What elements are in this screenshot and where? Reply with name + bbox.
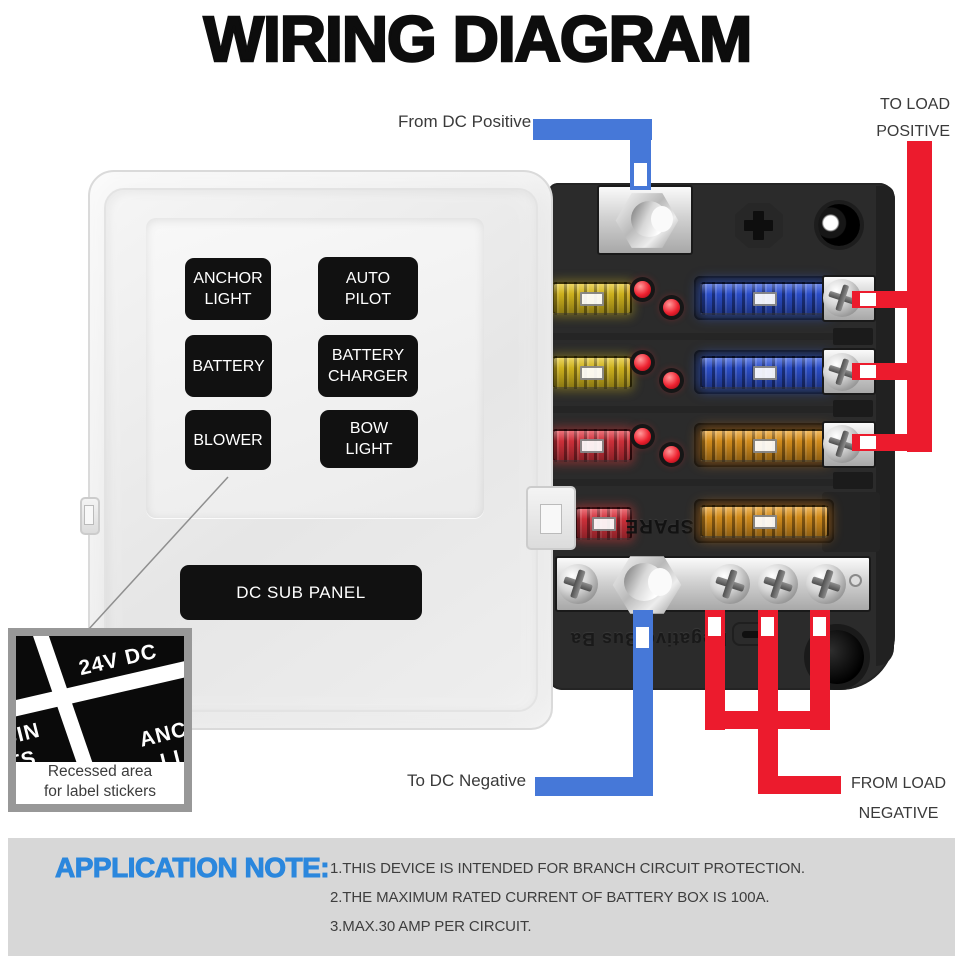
label-line: POSITIVE	[876, 123, 950, 140]
wire-dc-negative-vertical	[633, 610, 653, 795]
sticker-anchor-fragment: ANC LI	[137, 709, 184, 762]
terminal-separator	[833, 472, 873, 489]
wire-dc-positive-horizontal	[533, 119, 652, 140]
inset-sticker-art: 24V DC BIN TS ANC LI	[16, 636, 184, 762]
label-line: TO LOAD	[880, 96, 950, 113]
wire-notch	[761, 617, 774, 636]
application-note-list: 1.THIS DEVICE IS INTENDED FOR BRANCH CIR…	[330, 854, 805, 941]
terminal-separator	[833, 328, 873, 345]
fuse-row3-left-red	[552, 429, 632, 462]
inset-caption-line2: for label stickers	[44, 783, 156, 800]
wire-load-negative-1	[705, 610, 725, 730]
wire-load-negative-crossbar	[705, 711, 830, 729]
circuit-label-auto-pilot: AUTO PILOT	[318, 257, 418, 320]
circuit-label-blower: BLOWER	[185, 410, 271, 470]
circuit-label-anchor-light: ANCHOR LIGHT	[185, 258, 271, 320]
negative-bus-screw	[710, 564, 750, 604]
negative-bus-screw	[806, 564, 846, 604]
label-to-dc-negative: To DC Negative	[407, 771, 527, 790]
wire-load-negative-foot	[758, 776, 841, 794]
application-note-heading: APPLICATION NOTE:	[54, 852, 330, 884]
led-indicator	[634, 354, 651, 371]
wire-notch	[813, 617, 826, 636]
positive-stud-cap	[651, 206, 673, 232]
cover-latch-left-tab	[84, 505, 94, 525]
row-groove	[552, 406, 834, 413]
application-note-2: 2.THE MAXIMUM RATED CURRENT OF BATTERY B…	[330, 889, 770, 906]
wire-dc-negative-horizontal	[535, 777, 653, 796]
fuse-row2-left-yellow	[552, 356, 632, 389]
wire-load-negative-3	[810, 610, 830, 730]
wire-load-negative-2	[758, 610, 778, 794]
wire-notch	[860, 365, 876, 378]
page-title: WIRING DIAGRAM	[202, 2, 753, 77]
led-indicator	[663, 372, 680, 389]
label-from-load-negative: FROM LOAD NEGATIVE	[845, 769, 952, 829]
label-line: FROM LOAD	[850, 775, 947, 792]
wire-notch	[636, 627, 649, 648]
led-indicator	[663, 446, 680, 463]
plus-emboss-icon	[744, 220, 773, 231]
wire-load-positive-trunk	[907, 141, 932, 452]
wire-notch	[708, 617, 721, 636]
fuse-row1-right-blue	[700, 282, 829, 315]
dc-sub-panel-label: DC SUB PANEL	[180, 565, 422, 620]
fuse-row4-left-red-spare	[575, 507, 632, 540]
fuse-row2-right-blue	[700, 356, 829, 389]
wire-notch	[860, 436, 876, 449]
cover-rim	[104, 188, 538, 712]
fuse-row1-left-yellow	[552, 282, 632, 315]
small-screw-hole	[849, 574, 862, 587]
led-indicator	[634, 281, 651, 298]
label-line: NEGATIVE	[858, 805, 939, 822]
circuit-label-bow-light: BOW LIGHT	[320, 410, 418, 468]
cover-latch-right-tab	[540, 504, 562, 534]
application-note-3: 3.MAX.30 AMP PER CIRCUIT.	[330, 918, 532, 935]
application-note-box: APPLICATION NOTE: 1.THIS DEVICE IS INTEN…	[8, 838, 955, 956]
negative-bus-screw	[758, 564, 798, 604]
fuse-row3-right-orange	[700, 429, 829, 462]
terminal-separator	[833, 400, 873, 417]
mounting-hole-top-right	[818, 204, 860, 246]
wire-notch	[634, 163, 647, 186]
fuse-row4-right-orange	[700, 505, 829, 538]
wire-notch	[860, 293, 876, 306]
inset-caption-line1: Recessed area	[47, 763, 153, 780]
led-indicator	[663, 299, 680, 316]
inset-caption: Recessed area for label stickers	[16, 762, 184, 802]
negative-stud-cap	[648, 568, 672, 596]
negative-bus-screw	[558, 564, 598, 604]
circuit-label-battery-charger: BATTERY CHARGER	[318, 335, 418, 397]
application-note-1: 1.THIS DEVICE IS INTENDED FOR BRANCH CIR…	[330, 860, 806, 877]
label-from-dc-positive: From DC Positive	[398, 112, 532, 131]
led-indicator	[634, 428, 651, 445]
row-groove	[552, 479, 834, 486]
minus-emboss-icon	[742, 631, 768, 638]
row-groove	[552, 333, 834, 340]
circuit-label-battery: BATTERY	[185, 335, 272, 397]
label-to-load-positive: TO LOAD POSITIVE	[845, 91, 950, 145]
